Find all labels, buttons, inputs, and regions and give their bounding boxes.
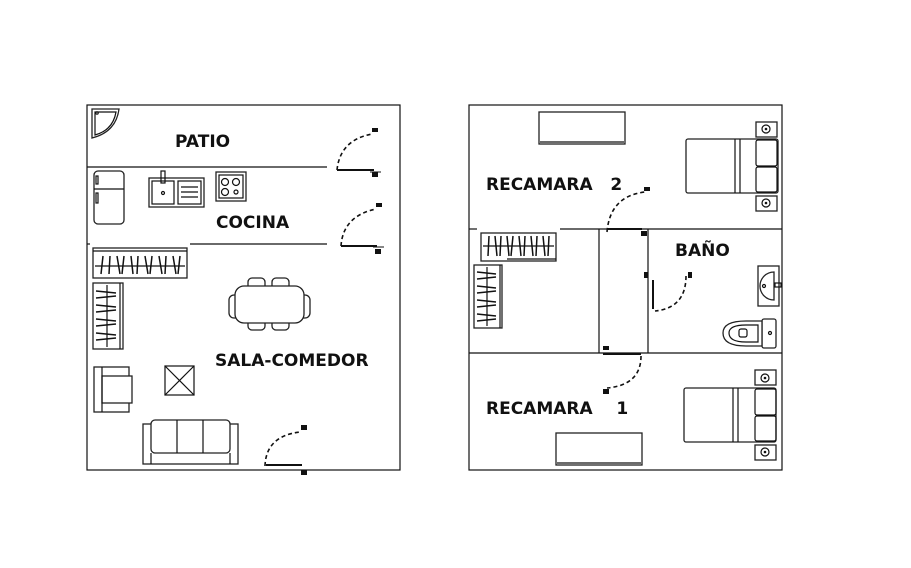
outer-wall bbox=[468, 104, 783, 471]
bed-icon bbox=[683, 369, 777, 461]
side-table-icon bbox=[164, 365, 195, 396]
toilet-icon bbox=[722, 318, 777, 349]
dining-table-icon bbox=[228, 277, 311, 331]
room-label-recamara-2: RECAMARA 2 bbox=[486, 175, 622, 195]
door-icon[interactable] bbox=[264, 425, 307, 475]
upper-floor-plan: RECAMARA 2 bbox=[468, 104, 783, 471]
door-icon[interactable] bbox=[603, 346, 642, 394]
door-icon[interactable] bbox=[340, 203, 384, 254]
room-label-recamara-1: RECAMARA 1 bbox=[486, 399, 628, 419]
double-sink-icon bbox=[148, 170, 205, 208]
room-label-patio: PATIO bbox=[175, 132, 230, 152]
closet-icon bbox=[473, 264, 503, 329]
dresser-icon bbox=[538, 111, 626, 145]
ground-floor-plan: PATIO bbox=[86, 104, 401, 475]
door-icon[interactable] bbox=[336, 128, 381, 177]
outer-wall bbox=[86, 104, 401, 471]
stove-icon bbox=[215, 171, 247, 202]
room-label-cocina: COCINA bbox=[216, 213, 290, 233]
dresser-icon bbox=[555, 432, 643, 466]
door-icon[interactable] bbox=[644, 272, 692, 312]
sofa-icon bbox=[142, 419, 239, 465]
closet-icon bbox=[480, 232, 557, 262]
door-icon[interactable] bbox=[606, 187, 650, 236]
closet-icon bbox=[92, 282, 124, 350]
room-label-sala-comedor: SALA-COMEDOR bbox=[215, 351, 369, 371]
armchair-icon bbox=[93, 366, 133, 413]
room-label-bano: BAÑO bbox=[675, 238, 730, 261]
shower-icon bbox=[91, 108, 120, 139]
closet-icon bbox=[92, 247, 188, 279]
bed-icon bbox=[685, 121, 779, 212]
lavatory-icon bbox=[757, 265, 782, 307]
refrigerator-icon bbox=[93, 170, 125, 225]
